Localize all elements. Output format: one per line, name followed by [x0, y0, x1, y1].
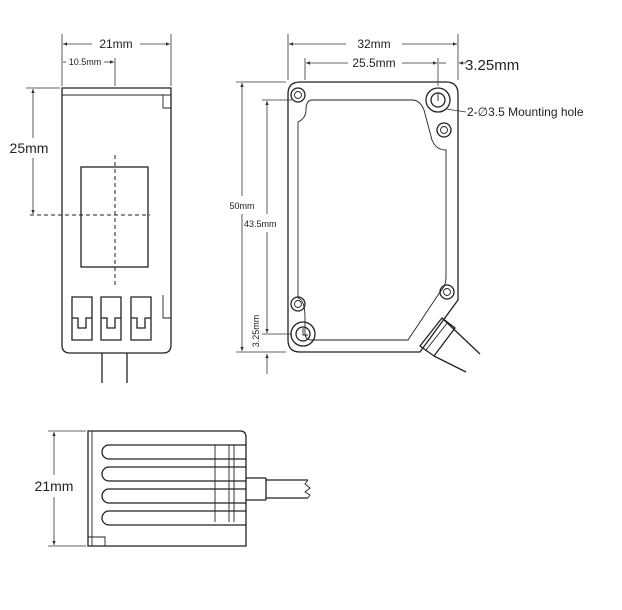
side-bottom-offset-label: 3.25mm — [251, 315, 261, 348]
side-height-label: 50mm — [229, 201, 254, 211]
side-width-label: 32mm — [357, 37, 390, 51]
bottom-cable — [246, 477, 311, 501]
side-view: 32mm 25.5mm 3.25mm 2-∅3.5 Mounting hole … — [229, 34, 584, 374]
front-lens-window — [80, 166, 149, 268]
hole-note-label: 2-∅3.5 Mounting hole — [467, 105, 584, 119]
front-upper-step — [162, 95, 171, 109]
front-width-label: 21mm — [99, 37, 132, 51]
mount-hole-bottom-left-small-inner — [294, 300, 302, 308]
side-cable-gland — [419, 317, 481, 373]
bottom-slots — [101, 444, 246, 526]
mount-hole-right-lower-inner — [443, 288, 451, 296]
mount-hole-bottom-left-inner — [295, 326, 311, 342]
mount-hole-top-right-outer — [425, 87, 451, 113]
bottom-height-label: 21mm — [35, 478, 74, 494]
front-height-label: 25mm — [10, 140, 49, 156]
mount-hole-right-upper-outer — [436, 122, 452, 138]
mount-hole-right-upper-inner — [440, 126, 448, 134]
mount-hole-bottom-left-mark — [302, 328, 308, 336]
front-indicator-slots — [71, 296, 152, 341]
front-body-outline — [61, 87, 172, 354]
front-lower-step — [162, 295, 171, 319]
side-hole-height-label: 43.5mm — [244, 219, 277, 229]
side-body-outline — [287, 81, 459, 353]
mount-hole-top-left-outer — [290, 87, 306, 103]
mount-hole-top-left-inner — [294, 91, 302, 99]
mount-hole-bottom-left-small-outer — [290, 296, 306, 312]
mount-hole-right-lower-outer — [439, 284, 455, 300]
hole-note-leader — [445, 108, 467, 113]
side-inner-recess — [297, 99, 447, 341]
side-spacing-label: 25.5mm — [352, 56, 395, 70]
front-half-width-label: 10.5mm — [69, 57, 102, 67]
front-view: 21mm 10.5mm 25mm — [10, 34, 172, 383]
bottom-body-outline — [87, 430, 247, 547]
bottom-view: 21mm — [35, 430, 311, 547]
bottom-corner-step — [88, 536, 106, 546]
side-offset-label: 3.25mm — [465, 57, 519, 74]
